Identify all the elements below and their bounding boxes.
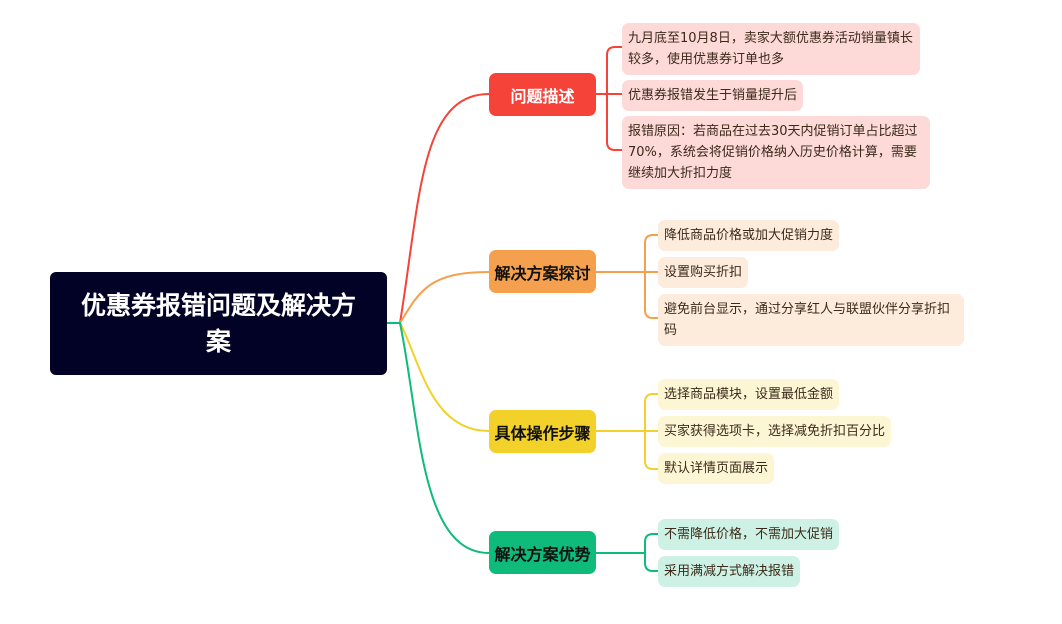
- branch-solutions[interactable]: 解决方案探讨: [489, 250, 596, 293]
- leaf[interactable]: 默认详情页面展示: [658, 453, 775, 484]
- branch-problem[interactable]: 问题描述: [489, 73, 596, 116]
- leaf[interactable]: 降低商品价格或加大促销力度: [658, 220, 840, 251]
- leaf[interactable]: 买家获得选项卡，选择减免折扣百分比: [658, 416, 892, 447]
- root-title: 优惠券报错问题及解决方案: [80, 290, 356, 356]
- leaf[interactable]: 避免前台显示，通过分享红人与联盟伙伴分享折扣码: [658, 294, 964, 346]
- branch-steps[interactable]: 具体操作步骤: [489, 410, 596, 453]
- leaf[interactable]: 选择商品模块，设置最低金额: [658, 379, 840, 410]
- leaf[interactable]: 报错原因：若商品在过去30天内促销订单占比超过70%，系统会将促销价格纳入历史价…: [622, 116, 930, 189]
- leaf[interactable]: 九月底至10月8日，卖家大额优惠券活动销量镇长较多，使用优惠券订单也多: [622, 23, 920, 75]
- root-node[interactable]: 优惠券报错问题及解决方案: [50, 272, 387, 375]
- leaf[interactable]: 采用满减方式解决报错: [658, 556, 801, 587]
- leaf[interactable]: 优惠券报错发生于销量提升后: [622, 80, 804, 111]
- branch-advantages[interactable]: 解决方案优势: [489, 531, 596, 574]
- leaf[interactable]: 设置购买折扣: [658, 257, 749, 288]
- leaf[interactable]: 不需降低价格，不需加大促销: [658, 519, 840, 550]
